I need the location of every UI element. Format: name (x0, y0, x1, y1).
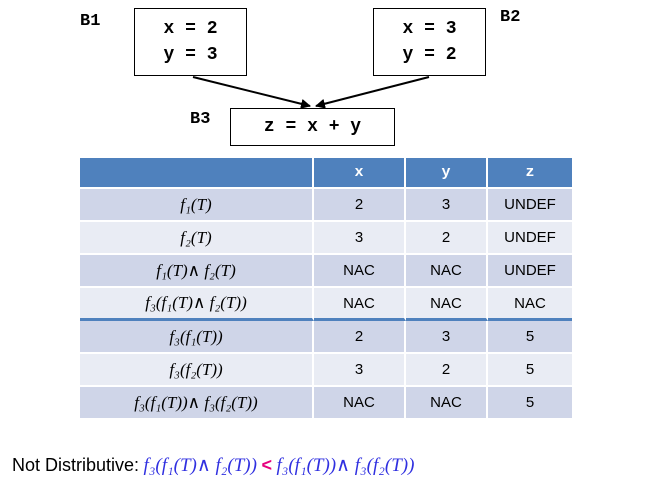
row-z: UNDEF (488, 189, 572, 222)
statement-label: Not Distributive: (12, 455, 140, 475)
row-x: 3 (314, 354, 406, 387)
row-z: 5 (488, 387, 572, 420)
table-row: f₁(T)∧ f₂(T) NAC NAC UNDEF (80, 255, 572, 288)
table-row: f₃(f₁(T)) 2 3 5 (80, 321, 572, 354)
header-cell-x: x (314, 158, 406, 189)
row-x: NAC (314, 387, 406, 420)
row-function: f₁(T) (80, 189, 314, 222)
table-row: f₂(T) 3 2 UNDEF (80, 222, 572, 255)
row-y: 2 (406, 222, 488, 255)
block-b3-line1: z = x + y (263, 117, 362, 137)
block-b1-line1: x = 2 (163, 19, 218, 39)
row-y: 3 (406, 189, 488, 222)
row-function: f₃(f₁(T)) (80, 321, 314, 354)
block-b1-label: B1 (80, 12, 101, 31)
distributivity-statement: Not Distributive: f₃(f₁(T)∧ f₂(T)) < f₃(… (12, 454, 414, 477)
row-z: NAC (488, 288, 572, 321)
arrow-b1-to-b3 (192, 76, 311, 109)
row-function: f₂(T) (80, 222, 314, 255)
block-b1: x = 2 y = 3 (134, 8, 247, 76)
header-cell-function (80, 158, 314, 189)
block-b1-line2: y = 3 (163, 45, 218, 65)
table-row: f₃(f₁(T))∧ f₃(f₂(T)) NAC NAC 5 (80, 387, 572, 420)
row-y: NAC (406, 387, 488, 420)
block-b3-label: B3 (190, 110, 211, 129)
row-z: UNDEF (488, 222, 572, 255)
row-function: f₃(f₂(T)) (80, 354, 314, 387)
table-row: f₃(f₂(T)) 3 2 5 (80, 354, 572, 387)
row-y: NAC (406, 255, 488, 288)
row-y: 3 (406, 321, 488, 354)
row-x: NAC (314, 255, 406, 288)
row-x: NAC (314, 288, 406, 321)
row-x: 2 (314, 189, 406, 222)
row-z: UNDEF (488, 255, 572, 288)
block-b2: x = 3 y = 2 (373, 8, 486, 76)
block-b2-line1: x = 3 (402, 19, 457, 39)
row-z: 5 (488, 354, 572, 387)
table-header-row: x y z (80, 158, 572, 189)
row-z: 5 (488, 321, 572, 354)
statement-lhs: f₃(f₁(T)∧ f₂(T)) (143, 455, 257, 476)
row-function: f₃(f₁(T))∧ f₃(f₂(T)) (80, 387, 314, 420)
statement-rhs: f₃(f₁(T))∧ f₃(f₂(T)) (276, 455, 415, 476)
statement-operator: < (261, 455, 272, 475)
block-b2-line2: y = 2 (402, 45, 457, 65)
arrow-b2-to-b3 (315, 76, 430, 109)
row-function: f₃(f₁(T)∧ f₂(T)) (80, 288, 314, 321)
row-function: f₁(T)∧ f₂(T) (80, 255, 314, 288)
block-b2-label: B2 (500, 8, 521, 27)
table-row: f₃(f₁(T)∧ f₂(T)) NAC NAC NAC (80, 288, 572, 321)
table-row: f₁(T) 2 3 UNDEF (80, 189, 572, 222)
block-b3: z = x + y (230, 108, 395, 146)
header-cell-y: y (406, 158, 488, 189)
row-y: NAC (406, 288, 488, 321)
row-y: 2 (406, 354, 488, 387)
transfer-function-table: x y z f₁(T) 2 3 UNDEF f₂(T) 3 2 UNDEF f₁… (80, 158, 572, 420)
row-x: 3 (314, 222, 406, 255)
header-cell-z: z (488, 158, 572, 189)
row-x: 2 (314, 321, 406, 354)
